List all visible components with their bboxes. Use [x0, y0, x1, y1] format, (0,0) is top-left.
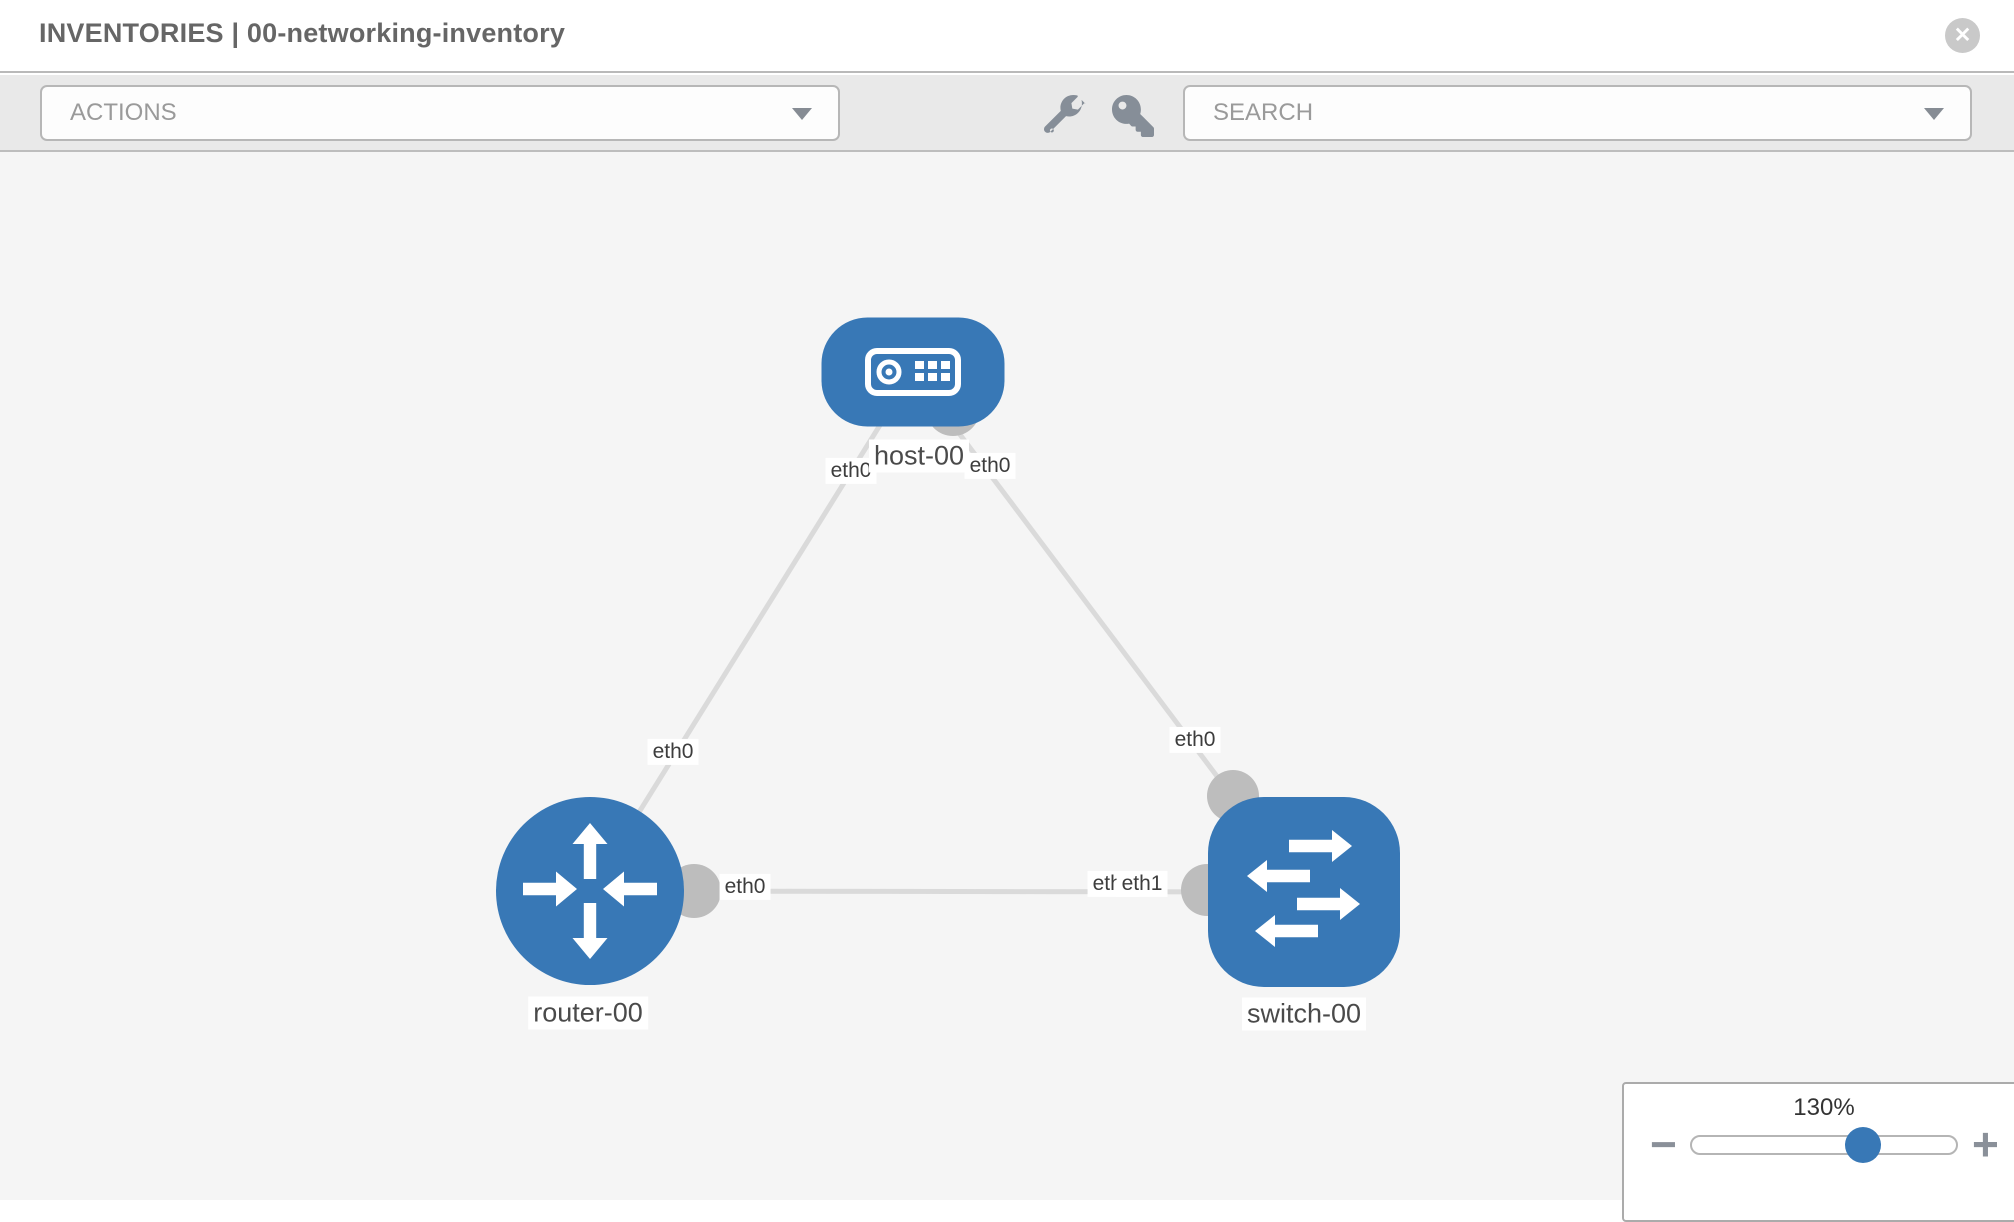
interface-label: eth0 [719, 873, 771, 901]
zoom-out-button[interactable]: − [1650, 1118, 1677, 1170]
close-icon: ✕ [1953, 24, 1972, 47]
zoom-panel: 130% − + [1622, 1082, 2014, 1222]
header: INVENTORIES | 00-networking-inventory ✕ [0, 0, 2014, 73]
server-icon [865, 348, 961, 396]
chevron-down-icon [1924, 108, 1944, 120]
router-arrows-icon [523, 823, 657, 959]
interface-label: eth0 [964, 452, 1016, 480]
page-title: INVENTORIES | 00-networking-inventory [39, 18, 566, 48]
node-router-00[interactable] [496, 797, 684, 985]
topology-graph [496, 317, 1400, 987]
switch-arrows-icon [1247, 830, 1360, 947]
zoom-slider-handle[interactable] [1844, 1127, 1881, 1163]
zoom-level: 130% [1793, 1094, 1855, 1121]
node-label-router-00: router-00 [528, 996, 648, 1030]
node-host-00[interactable] [821, 317, 1005, 427]
actions-dropdown[interactable]: ACTIONS [40, 85, 840, 141]
close-button[interactable]: ✕ [1945, 18, 1980, 53]
key-icon[interactable] [1112, 95, 1154, 137]
node-label-switch-00: switch-00 [1241, 997, 1367, 1031]
actions-dropdown-label: ACTIONS [70, 99, 177, 126]
interface-label: eth0 [825, 457, 877, 485]
search-dropdown[interactable]: SEARCH [1183, 85, 1972, 141]
interface-label: eth0 [1169, 726, 1221, 754]
zoom-slider[interactable] [1690, 1127, 1958, 1163]
node-label-host-00: host-00 [868, 439, 970, 473]
node-switch-00[interactable] [1208, 797, 1400, 987]
toolbar: ACTIONS SEARCH [0, 75, 2014, 152]
wrench-icon[interactable] [1043, 95, 1086, 137]
interface-label: eth0 [647, 738, 699, 766]
search-placeholder: SEARCH [1213, 99, 1314, 126]
interface-label: eth1 [1116, 870, 1168, 898]
zoom-in-button[interactable]: + [1972, 1118, 1999, 1170]
chevron-down-icon [792, 108, 812, 120]
